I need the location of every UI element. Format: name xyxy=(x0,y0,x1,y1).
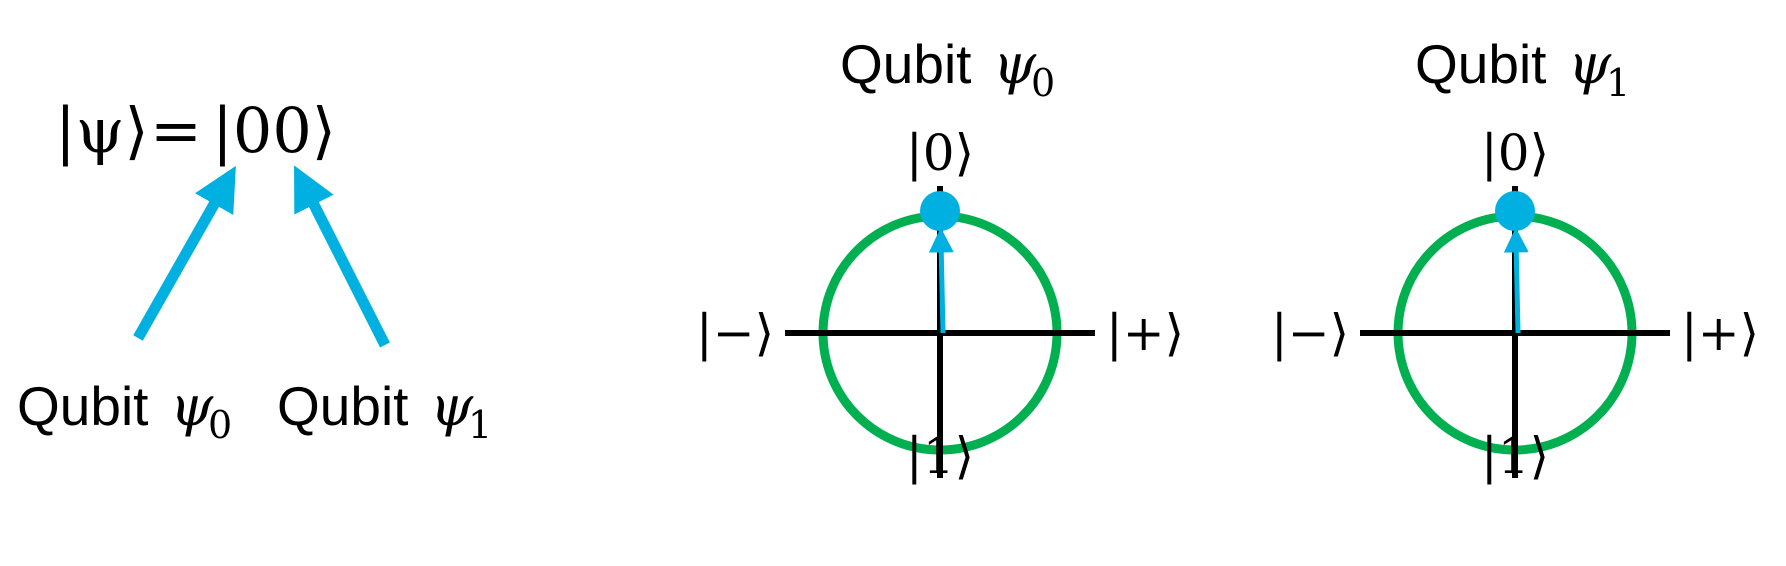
label-ket-plus: |+⟩ xyxy=(1681,304,1759,362)
arrow-qubit0-to-formula xyxy=(133,165,236,341)
label-subscript: 0 xyxy=(208,403,232,447)
formula-lhs: |ψ⟩ xyxy=(55,94,149,167)
label-prefix: Qubit xyxy=(277,375,408,437)
label-ket-minus: |−⟩ xyxy=(696,304,774,362)
state-vector-arrow xyxy=(928,227,954,334)
circle-title: Qubit xyxy=(840,33,971,95)
state-point xyxy=(920,191,960,231)
label-ket-0: |0⟩ xyxy=(1481,124,1549,182)
label-ket-1: |1⟩ xyxy=(906,427,974,485)
label-symbol: ψ xyxy=(170,374,214,438)
left-label-qubit0: Qubit ψ 0 xyxy=(17,374,232,447)
label-prefix: Qubit xyxy=(17,375,148,437)
circle-title-symbol: ψ xyxy=(993,32,1037,96)
formula-rhs: |00⟩ xyxy=(212,94,336,167)
label-ket-minus: |−⟩ xyxy=(1271,304,1349,362)
label-symbol: ψ xyxy=(430,374,474,438)
label-ket-0: |0⟩ xyxy=(906,124,974,182)
circle-title-subscript: 1 xyxy=(1606,61,1630,105)
qubit0-state-circle: Qubit ψ 0 |0⟩ |1⟩ |−⟩ |+⟩ xyxy=(696,32,1184,485)
label-ket-1: |1⟩ xyxy=(1481,427,1549,485)
state-point xyxy=(1495,191,1535,231)
arrow-qubit1-to-formula xyxy=(294,165,390,348)
circle-title-symbol: ψ xyxy=(1568,32,1612,96)
label-ket-plus: |+⟩ xyxy=(1106,304,1184,362)
left-label-qubit1: Qubit ψ 1 xyxy=(277,374,492,447)
formula-equals: = xyxy=(150,94,202,167)
circle-title-subscript: 0 xyxy=(1031,61,1055,105)
circle-title: Qubit xyxy=(1415,33,1546,95)
label-subscript: 1 xyxy=(468,403,492,447)
qubit1-state-circle: Qubit ψ 1 |0⟩ |1⟩ |−⟩ |+⟩ xyxy=(1271,32,1759,485)
state-formula: |ψ⟩ = |00⟩ xyxy=(55,94,336,167)
state-vector-arrow xyxy=(1503,227,1529,334)
